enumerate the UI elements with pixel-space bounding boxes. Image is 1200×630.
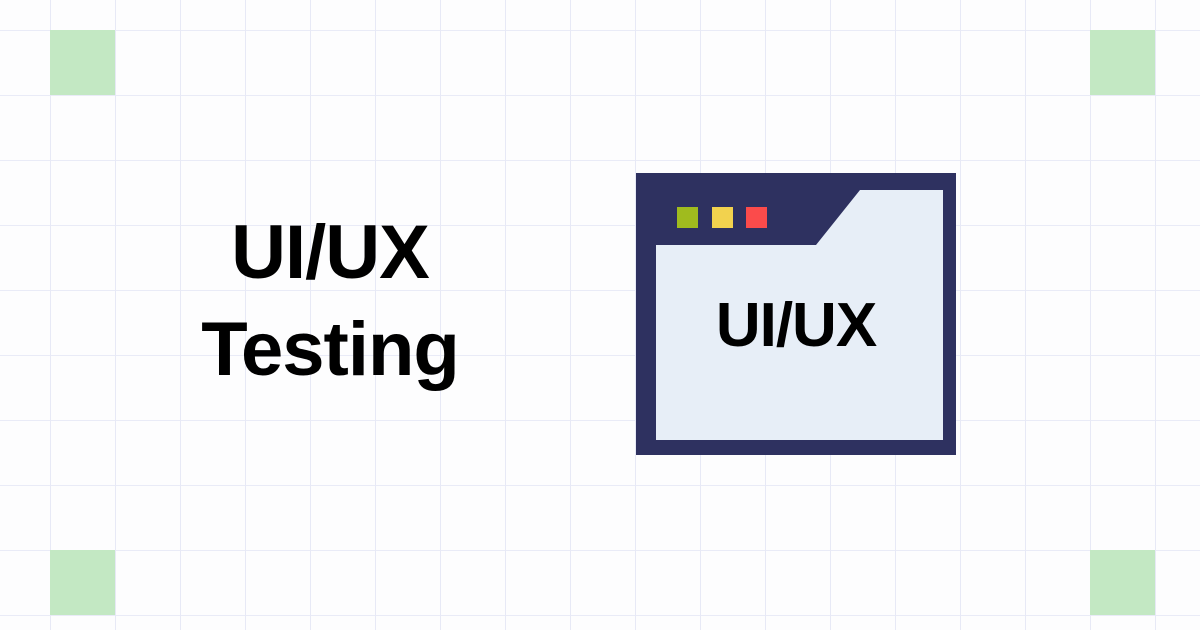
green-dot <box>677 207 698 228</box>
accent-cell-bottom-right <box>1090 550 1155 615</box>
accent-cell-top-left <box>50 30 115 95</box>
red-dot <box>746 207 767 228</box>
browser-window-illustration: UI/UX <box>636 173 956 455</box>
yellow-dot <box>712 207 733 228</box>
accent-cell-bottom-left <box>50 550 115 615</box>
page-title: UI/UX Testing <box>201 210 460 392</box>
window-content-panel <box>656 190 943 440</box>
accent-cell-top-right <box>1090 30 1155 95</box>
